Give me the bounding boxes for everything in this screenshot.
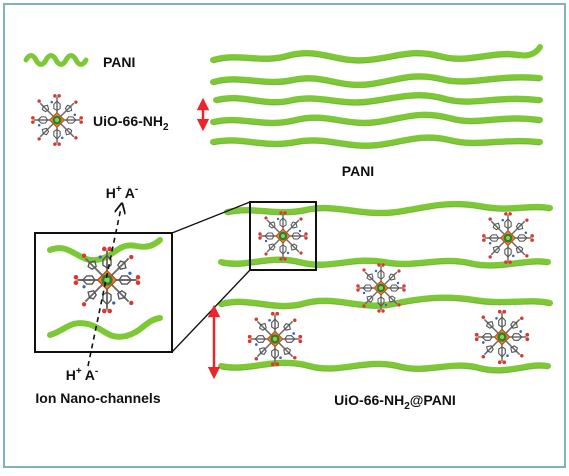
composite-chain-2 [218, 256, 551, 269]
pani-stack [210, 44, 543, 149]
pani-caption: PANI [342, 163, 374, 179]
zoom-source-box [249, 201, 317, 271]
composite-mof-3 [355, 262, 407, 314]
composite-chain-3 [218, 294, 553, 309]
inset-mof [72, 245, 142, 315]
legend-mof-label: UiO-66-NH2 [93, 113, 169, 133]
channel-caption: Ion Nano-channels [35, 390, 160, 406]
pani-chain-1 [210, 44, 543, 64]
ion-label-bottom: H+A- [66, 366, 98, 383]
composite-chains [218, 200, 553, 374]
legend-pani-chain [23, 53, 89, 67]
legend-pani-label: PANI [103, 54, 135, 70]
pani-chain-2 [210, 73, 543, 88]
pani-chain-3 [213, 92, 543, 106]
legend-mof-icon [30, 93, 84, 147]
composite-chain-1 [224, 200, 553, 216]
composite-mof-4 [247, 311, 303, 367]
composite-caption: UiO-66-NH2@PANI [334, 392, 456, 412]
inset-chain-bottom [47, 315, 163, 340]
inset-chain-top [47, 237, 163, 264]
composite-chain-4 [218, 359, 551, 374]
pani-chain-4 [210, 111, 543, 126]
pani-chain-5 [210, 134, 543, 149]
ion-label-top: H+A- [106, 184, 138, 201]
composite-mof-2 [481, 211, 535, 265]
zoom-line-top [171, 201, 251, 234]
composite-mof-1 [257, 210, 309, 262]
composite-mof-5 [474, 309, 530, 365]
